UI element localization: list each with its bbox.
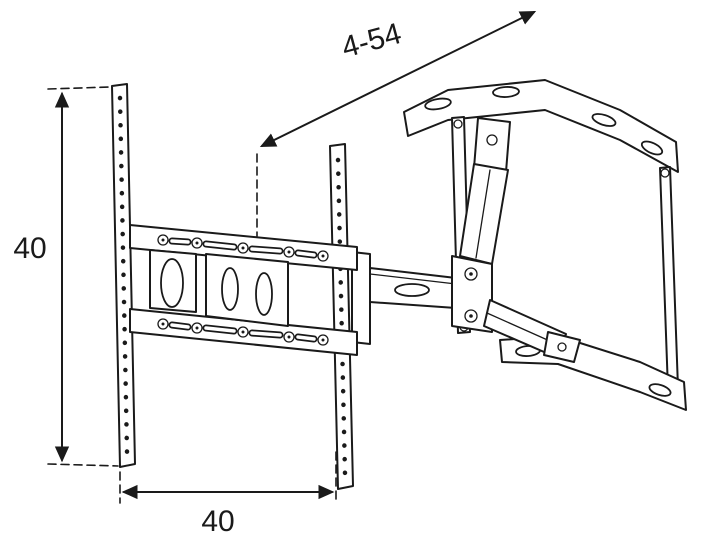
tv-rail-right <box>329 143 354 490</box>
dimension-arrow-line <box>259 10 537 148</box>
arm-segment-ridge <box>369 273 457 285</box>
arm-slot <box>394 283 430 297</box>
screw-head <box>660 168 670 178</box>
wall-plate-top-band <box>403 79 679 173</box>
mounting-slot <box>640 140 664 156</box>
pivot-screw <box>557 342 567 352</box>
extension-line-top <box>47 86 111 90</box>
mounting-slot <box>648 383 672 397</box>
rail-mounting-holes <box>335 157 348 477</box>
bracket-oval-slot <box>160 258 184 308</box>
mounting-slot <box>492 86 520 98</box>
dimension-height: 40 <box>13 86 119 467</box>
pivot-center <box>469 314 473 318</box>
tv-rail-left <box>111 83 136 468</box>
bracket-top-screws <box>157 234 329 262</box>
pivot-center <box>469 272 473 276</box>
arm-base-bracket <box>351 251 371 345</box>
arm-upper-link-ridge <box>475 169 491 259</box>
arm-upper-link <box>459 163 509 265</box>
dimension-label-height: 40 <box>13 232 46 265</box>
extension-line-bottom <box>47 463 119 467</box>
bracket-oval-slot <box>221 267 239 311</box>
wall-plate-right-rod <box>659 166 679 391</box>
pivot-screw <box>486 134 498 146</box>
arm-elbow <box>451 255 493 333</box>
vesa-bracket <box>129 224 358 356</box>
wall-plate <box>403 79 687 411</box>
bracket-center-plate <box>205 253 289 327</box>
screw-head <box>453 119 463 129</box>
rail-mounting-holes <box>117 95 130 455</box>
mounting-slot <box>591 113 617 127</box>
dimension-width: 40 <box>119 451 337 538</box>
bracket-oval-slot <box>255 272 273 316</box>
dimension-label-extension: 4-54 <box>338 17 405 64</box>
bracket-bottom-screws <box>157 318 329 346</box>
rail-outline <box>329 143 354 490</box>
dimension-label-width: 40 <box>201 505 234 538</box>
